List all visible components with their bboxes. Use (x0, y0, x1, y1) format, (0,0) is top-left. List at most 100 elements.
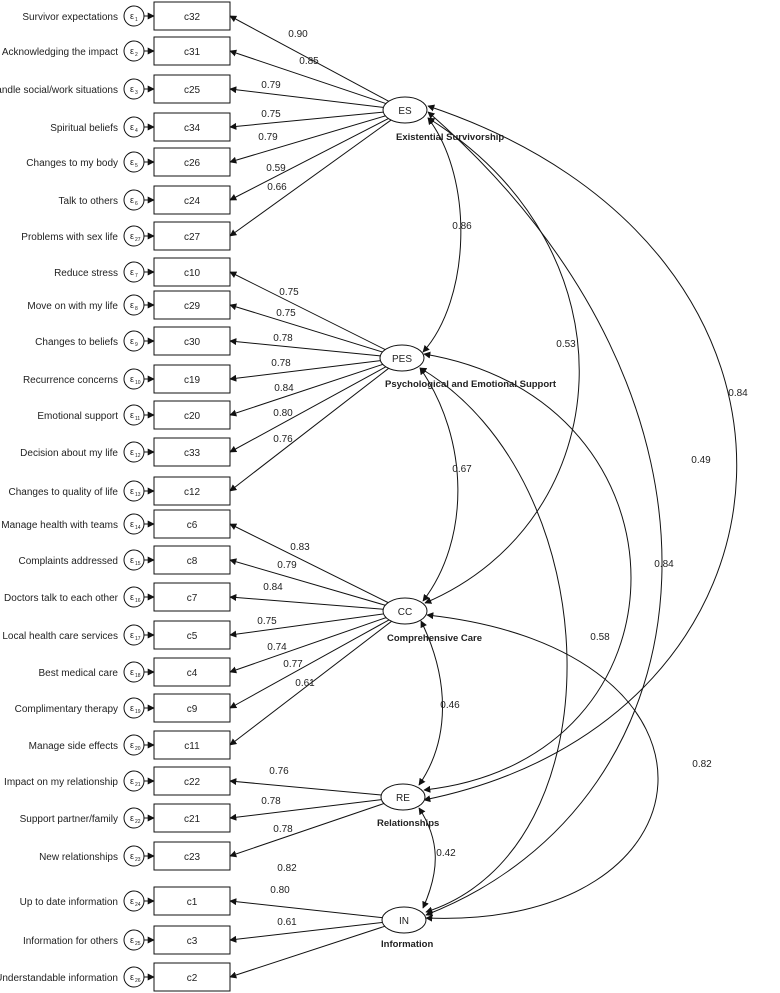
item-code-c3: c3 (187, 936, 198, 947)
item-label-recurrence-concerns: Recurrence concerns (23, 375, 118, 386)
item-box-c32 (153, 1, 231, 31)
error-symbol: ε (130, 410, 134, 420)
item-label-best-medical-care: Best medical care (39, 668, 119, 679)
item-box-c31 (153, 36, 231, 66)
error-index: 5 (135, 163, 138, 169)
loading-value-c22: 0.76 (269, 766, 289, 777)
item-code-c20: c20 (184, 411, 201, 422)
error-symbol: ε (130, 157, 134, 167)
item-code-c25: c25 (184, 85, 201, 96)
factor-description: Information (381, 939, 433, 950)
error-symbol: ε (130, 447, 134, 457)
correlation-arc (423, 104, 738, 803)
correlation-value: 0.86 (452, 221, 472, 232)
correlation-es-re: 0.84 (423, 104, 748, 803)
loading-value-c25: 0.79 (261, 80, 281, 91)
loading-arrow-c8 (229, 558, 386, 606)
item-label-manage-side-effects: Manage side effects (29, 741, 118, 752)
correlation-pes-cc: 0.67 (419, 367, 472, 602)
correlation-arc (423, 351, 632, 793)
error-index: 23 (135, 857, 141, 863)
loading-arrow-c2 (229, 925, 385, 979)
error-symbol: ε (130, 486, 134, 496)
item-label-new-relationships: New relationships (39, 852, 118, 863)
factor-name: IN (399, 916, 409, 927)
item-code-c6: c6 (187, 520, 198, 531)
item-code-c31: c31 (184, 47, 201, 58)
loading-value-c6: 0.83 (290, 542, 310, 553)
loading-value-c31: 0.85 (299, 56, 319, 67)
loading-arrow-c32 (229, 15, 389, 102)
error-index: 21 (135, 782, 141, 788)
error-symbol: ε (130, 935, 134, 945)
error-symbol: ε (130, 813, 134, 823)
error-index: 11 (135, 416, 140, 422)
loading-value-c29: 0.75 (276, 308, 296, 319)
factor-description: Psychological and Emotional Support (385, 379, 557, 390)
error-index: 27 (135, 237, 141, 243)
correlation-arc (422, 117, 462, 353)
error-symbol: ε (130, 703, 134, 713)
item-label-complimentary-therapy: Complimentary therapy (15, 704, 118, 715)
error-index: 26 (135, 978, 141, 984)
correlation-pes-in: 0.58 (419, 367, 610, 914)
error-index: 18 (135, 673, 141, 679)
item-box-c10 (153, 257, 231, 287)
correlation-value: 0.49 (691, 455, 711, 466)
loading-arrow-c26 (229, 115, 386, 164)
item-box-c24 (153, 185, 231, 215)
item-box-c23 (153, 841, 231, 871)
error-symbol: ε (130, 667, 134, 677)
factor-name: RE (396, 793, 410, 804)
loading-arrow-c34 (229, 111, 384, 130)
item-code-c5: c5 (187, 631, 198, 642)
item-label-support-partner-family: Support partner/family (20, 814, 118, 825)
item-label-changes-to-quality-of-life: Changes to quality of life (8, 487, 118, 498)
correlation-value: 0.84 (654, 559, 674, 570)
item-label-move-on-with-my-life: Move on with my life (27, 301, 118, 312)
error-index: 8 (135, 306, 138, 312)
factor-description: Existential Survivorship (396, 132, 504, 143)
loading-arrow-c27 (229, 119, 392, 237)
correlation-pes-re: 0.84 (423, 351, 674, 793)
correlation-cc-re: 0.46 (418, 620, 460, 786)
correlation-value: 0.58 (590, 632, 610, 643)
item-code-c24: c24 (184, 196, 201, 207)
error-symbol: ε (130, 896, 134, 906)
item-box-c30 (153, 326, 231, 356)
error-index: 9 (135, 342, 138, 348)
loading-arrow-c31 (229, 49, 387, 105)
item-label-spiritual-beliefs: Spiritual beliefs (50, 123, 118, 134)
loading-value-c24: 0.59 (266, 163, 286, 174)
loading-arrow-c21 (229, 799, 382, 821)
factor-name: CC (398, 607, 412, 618)
item-label-reduce-stress: Reduce stress (54, 268, 118, 279)
error-symbol: ε (130, 630, 134, 640)
correlation-arc (418, 807, 436, 909)
item-box-c19 (153, 364, 231, 394)
factor-correlations: 0.860.530.840.490.670.840.580.460.820.42 (418, 104, 748, 922)
item-box-c25 (153, 74, 231, 104)
item-code-c21: c21 (184, 814, 201, 825)
loading-value-c9: 0.77 (283, 659, 303, 670)
item-box-c12 (153, 476, 231, 506)
item-label-handle-social-work-situations: Handle social/work situations (0, 85, 118, 96)
